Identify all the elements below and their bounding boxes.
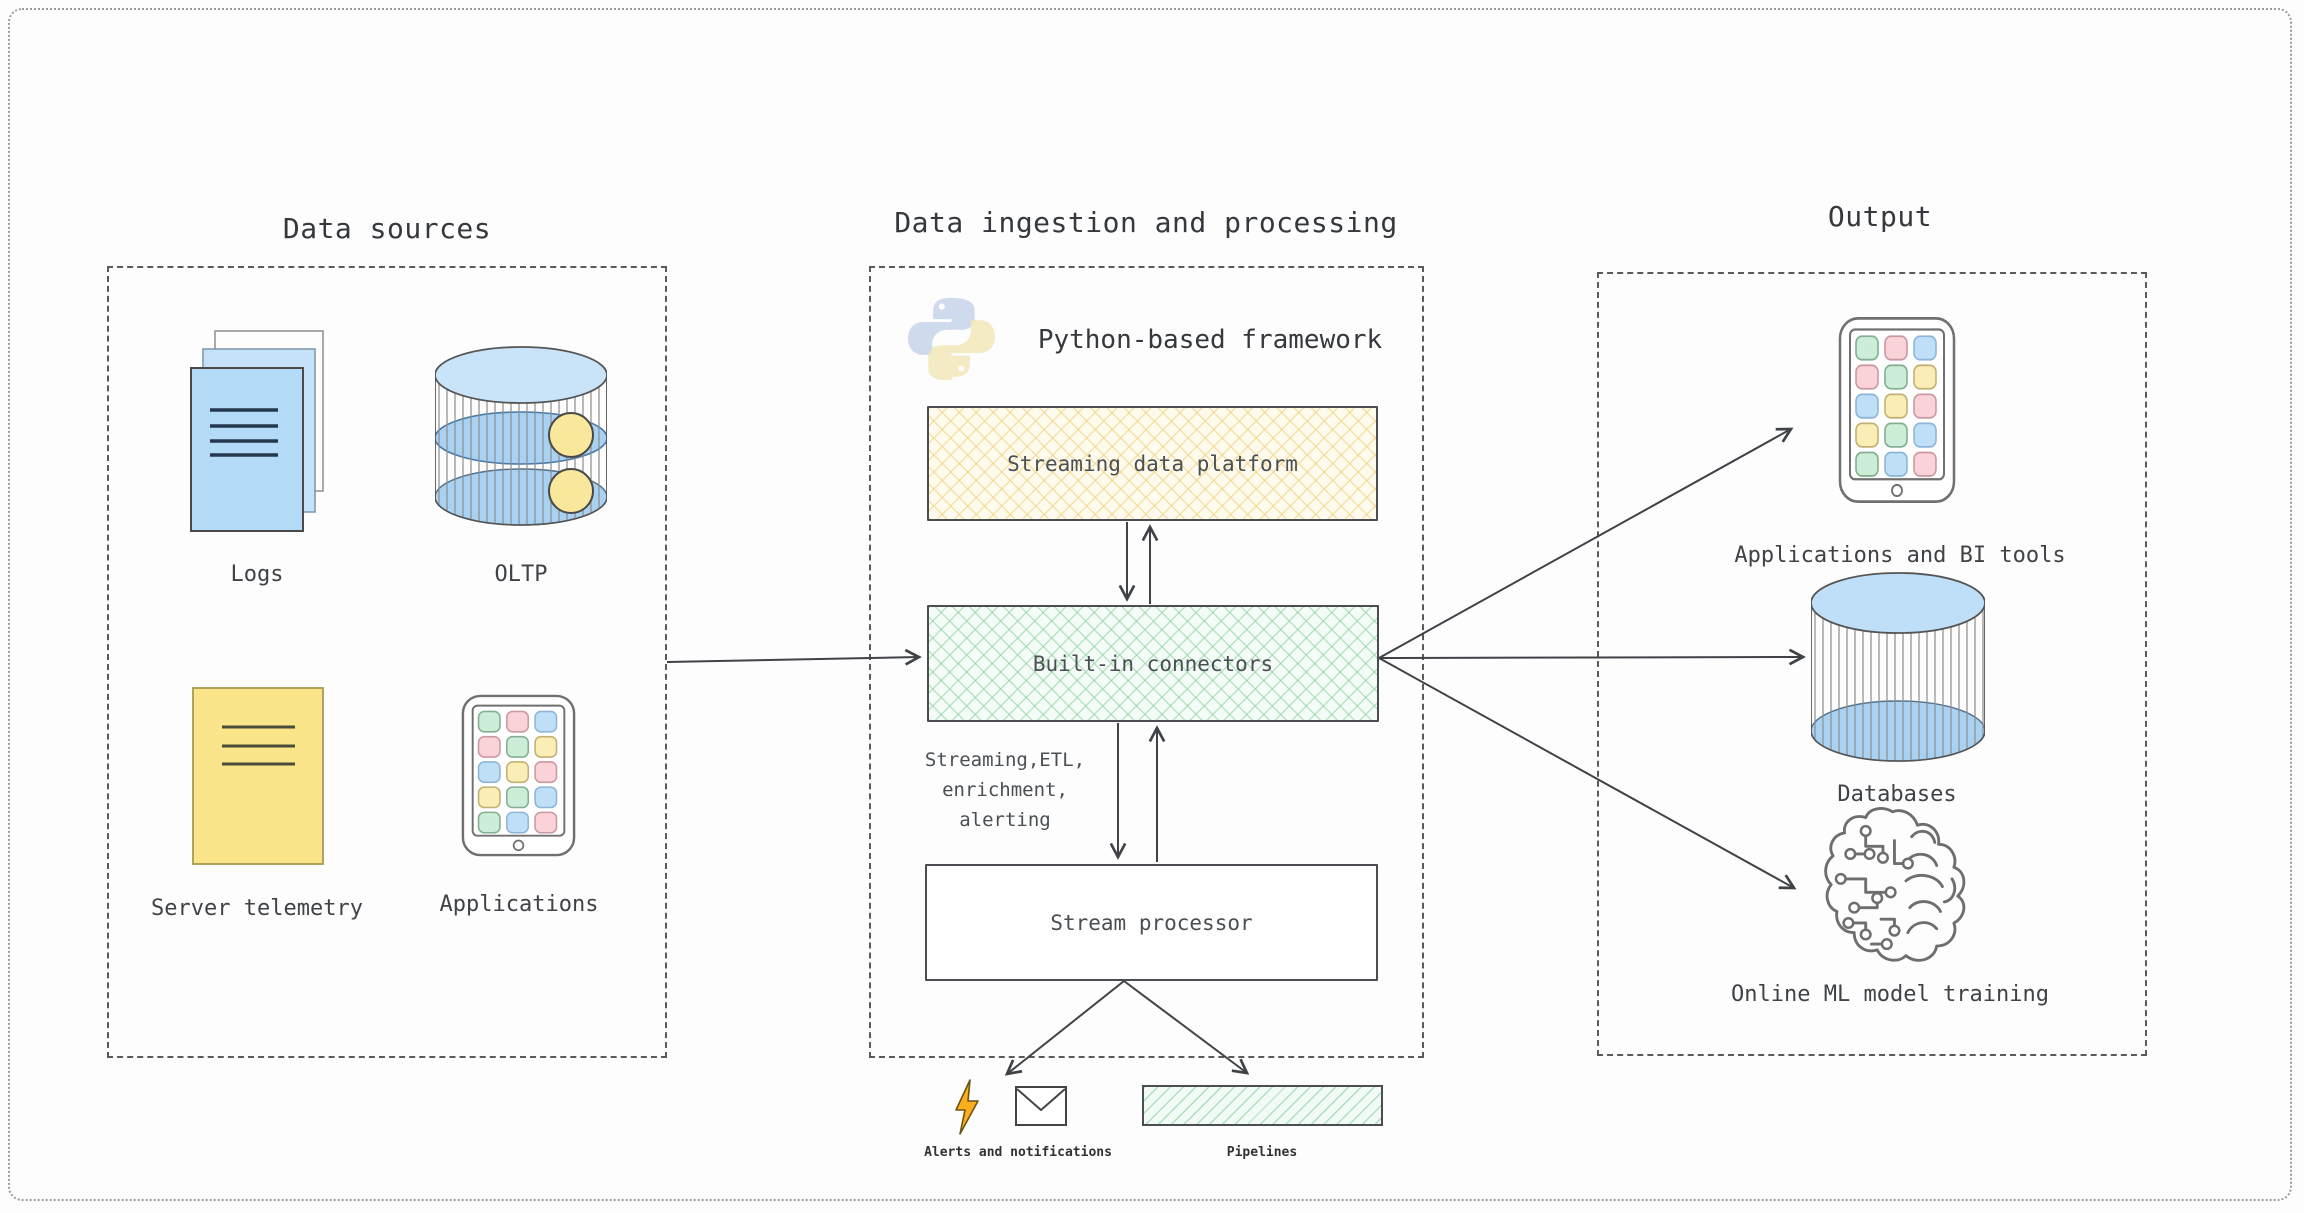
built-in-connectors-label: Built-in connectors	[1032, 651, 1274, 676]
applications-label: Applications	[439, 892, 599, 917]
data-sources-group-box	[107, 266, 667, 1058]
processing-title: Data ingestion and processing	[894, 206, 1398, 239]
oltp-label: OLTP	[494, 562, 548, 587]
streaming-data-platform-box: Streaming data platform	[927, 406, 1378, 521]
logs-label: Logs	[230, 562, 284, 587]
applications-phone-icon	[460, 693, 577, 858]
ml-brain-circuit-icon	[1812, 803, 1975, 973]
flow-description: Streaming,ETL, enrichment, alerting	[920, 745, 1090, 835]
alerts-notifications-label: Alerts and notifications	[924, 1145, 1112, 1160]
flow-line-1: Streaming,ETL,	[924, 749, 1086, 771]
framework-label: Python-based framework	[1037, 325, 1383, 355]
output-title: Output	[1827, 200, 1933, 233]
server-telemetry-document-icon	[192, 687, 324, 865]
stream-processor-label: Stream processor	[1050, 910, 1253, 935]
pipelines-label: Pipelines	[1226, 1145, 1298, 1160]
databases-label: Databases	[1837, 782, 1957, 807]
built-in-connectors-box: Built-in connectors	[927, 605, 1379, 722]
python-logo-icon	[903, 295, 1000, 380]
logs-documents-icon	[189, 330, 325, 532]
apps-bi-tools-label: Applications and BI tools	[1734, 543, 2066, 568]
server-telemetry-label: Server telemetry	[151, 896, 363, 921]
outer-dotted-frame	[8, 8, 2292, 1201]
data-sources-title: Data sources	[282, 212, 492, 245]
ml-training-label: Online ML model training	[1731, 982, 2049, 1007]
oltp-database-icon	[435, 345, 607, 530]
bi-tools-tablet-icon	[1837, 315, 1957, 505]
streaming-data-platform-label: Streaming data platform	[1007, 451, 1298, 476]
envelope-icon	[1015, 1086, 1067, 1126]
flow-line-2: enrichment,	[942, 779, 1068, 801]
flow-line-3: alerting	[959, 809, 1051, 831]
pipelines-bar	[1142, 1085, 1383, 1126]
stream-processor-box: Stream processor	[925, 864, 1378, 981]
lightning-bolt-icon	[952, 1078, 982, 1136]
databases-cylinder-icon	[1811, 571, 1985, 766]
